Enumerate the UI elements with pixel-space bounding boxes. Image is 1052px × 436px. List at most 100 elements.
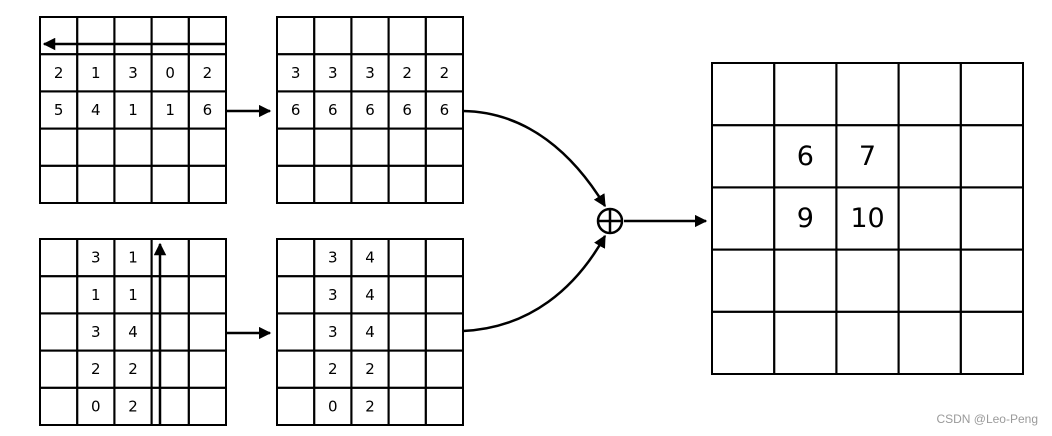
grid-cell [773, 248, 838, 313]
grid-cell [276, 127, 316, 167]
grid-cell [424, 349, 464, 389]
grid-cell [276, 164, 316, 205]
grid-cell [350, 16, 390, 56]
grid-cell [276, 275, 316, 315]
grid-cell [113, 16, 153, 56]
grid-cell [187, 238, 228, 278]
cell-value: 2 [328, 360, 338, 378]
cell-value: 7 [859, 141, 876, 172]
cell-value: 10 [850, 203, 884, 234]
cell-value: 0 [328, 397, 338, 415]
grid-cell [39, 238, 79, 278]
grid-cell [897, 186, 962, 251]
grid-cell [773, 62, 838, 127]
grid-output: 6 7 9 10 [711, 62, 1024, 375]
bottom-result-to-sum-curve [462, 234, 607, 333]
cell-value: 6 [440, 101, 450, 119]
cell-value: 4 [91, 101, 101, 119]
grid-cell [959, 248, 1024, 313]
grid-cell [350, 164, 390, 205]
grid-cell [387, 127, 427, 167]
grid-cell [39, 16, 79, 56]
cell-value: 1 [91, 64, 101, 82]
grid-cell [76, 16, 116, 56]
grid-cell [711, 124, 776, 189]
grid-cell [350, 127, 390, 167]
cell-value: 2 [203, 64, 213, 82]
grid-cell [76, 127, 116, 167]
grid-cell [39, 275, 79, 315]
combine-operator [596, 207, 624, 235]
grid-cell [424, 275, 464, 315]
grid-cell [711, 62, 776, 127]
grid-cell [150, 164, 190, 205]
grid-cell [187, 349, 228, 389]
grid-cell [187, 127, 228, 167]
grid-cell [424, 127, 464, 167]
grid-cell [187, 275, 228, 315]
grid-cell [959, 124, 1024, 189]
cell-value: 9 [797, 203, 814, 234]
cell-value: 3 [328, 64, 338, 82]
cell-value: 2 [128, 360, 138, 378]
cell-value: 2 [91, 360, 101, 378]
cell-value: 3 [328, 249, 338, 267]
grid-cell [711, 186, 776, 251]
grid-cell [150, 386, 190, 426]
grid-cell [187, 16, 228, 56]
cell-value: 2 [128, 397, 138, 415]
cell-value: 3 [91, 323, 101, 341]
grid-cell [424, 312, 464, 352]
grid-cell [959, 186, 1024, 251]
cell-value: 4 [365, 249, 375, 267]
cell-value: 6 [291, 101, 301, 119]
grid-cell [39, 164, 79, 205]
grid-cell [113, 127, 153, 167]
grid-cell [276, 312, 316, 352]
grid-cell [897, 310, 962, 375]
cell-value: 1 [128, 286, 138, 304]
grid-cell [897, 248, 962, 313]
grid-cell [150, 312, 190, 352]
grid-cell [276, 16, 316, 56]
grid-cell [387, 275, 427, 315]
grid-cell [387, 312, 427, 352]
grid-cell [150, 127, 190, 167]
grid-cell [424, 238, 464, 278]
cell-value: 2 [440, 64, 450, 82]
grid-cell [835, 248, 900, 313]
grid-cell [39, 386, 79, 426]
cell-value: 6 [402, 101, 412, 119]
grid-cell [276, 386, 316, 426]
cell-value: 3 [365, 64, 375, 82]
cell-value: 2 [402, 64, 412, 82]
cell-value: 4 [128, 323, 138, 341]
grid-cell [113, 164, 153, 205]
cell-value: 6 [328, 101, 338, 119]
top-result-to-sum-curve [462, 109, 607, 208]
cell-value: 1 [128, 249, 138, 267]
cell-value: 0 [165, 64, 175, 82]
cell-value: 1 [91, 286, 101, 304]
grid-cell [959, 310, 1024, 375]
cell-value: 0 [91, 397, 101, 415]
cell-value: 4 [365, 323, 375, 341]
cell-value: 3 [328, 323, 338, 341]
cell-value: 6 [365, 101, 375, 119]
cell-value: 6 [203, 101, 213, 119]
grid-cell [773, 310, 838, 375]
cell-value: 3 [328, 286, 338, 304]
grid-cell [150, 349, 190, 389]
cell-value: 6 [797, 141, 814, 172]
grid-cell [835, 62, 900, 127]
grid-cell [150, 16, 190, 56]
cell-value: 1 [128, 101, 138, 119]
grid-cell [424, 386, 464, 426]
cell-value: 2 [54, 64, 64, 82]
grid-cell [276, 349, 316, 389]
